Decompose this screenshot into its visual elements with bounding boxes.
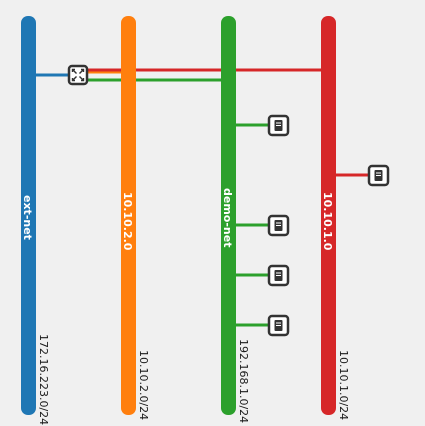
network-name: ext-net: [21, 195, 34, 240]
router-node[interactable]: [67, 64, 89, 86]
network-bar[interactable]: [321, 16, 336, 415]
network-bar[interactable]: [221, 16, 236, 415]
network-10-10-2[interactable]: 10.10.2.0 10.10.2.0/24: [121, 16, 150, 420]
router-icon[interactable]: [67, 64, 89, 86]
instance-links: [228, 123, 370, 327]
network-cidr: 172.16.223.0/24: [37, 334, 50, 425]
instance-node[interactable]: [267, 264, 290, 287]
instance-node[interactable]: [267, 114, 290, 137]
network-name: 10.10.2.0: [121, 192, 134, 251]
router-glyph: [71, 68, 85, 82]
network-name: demo-net: [221, 188, 234, 247]
network-bar[interactable]: [21, 16, 36, 415]
network-name: 10.10.1.0: [321, 192, 334, 251]
network-bar[interactable]: [121, 16, 136, 415]
instance-node[interactable]: [267, 314, 290, 337]
network-demo-net[interactable]: demo-net 192.168.1.0/24: [221, 16, 250, 423]
network-cidr: 10.10.2.0/24: [137, 350, 150, 420]
network-ext-net[interactable]: ext-net 172.16.223.0/24: [21, 16, 50, 425]
instance-node[interactable]: [367, 164, 390, 187]
network-10-10-1[interactable]: 10.10.1.0 10.10.1.0/24: [321, 16, 350, 420]
instance-node[interactable]: [267, 214, 290, 237]
network-cidr: 10.10.1.0/24: [337, 350, 350, 420]
network-cidr: 192.168.1.0/24: [237, 339, 250, 423]
